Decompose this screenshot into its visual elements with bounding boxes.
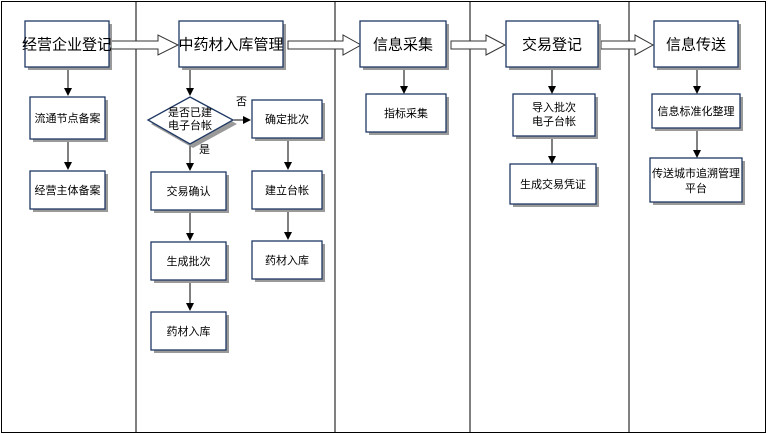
lane-1-title: 经营企业登记 [22, 36, 112, 54]
node-indicator-collection: 指标采集 [365, 93, 449, 135]
node-send-to-platform: 传送城市追溯管理 平台 [649, 157, 745, 205]
node-yes-warehouse-in: 药材入库 [150, 311, 229, 353]
decision-label-line-2: 电子台帐 [168, 118, 212, 132]
lane-4: 交易登记 导入批次 电子台帐 生成交易凭证 [505, 20, 601, 207]
lane-5-title: 信息传送 [666, 36, 726, 54]
lane-4-header: 交易登记 [505, 20, 601, 70]
flow-arrows [64, 68, 701, 311]
no-branch-label: 否 [236, 95, 247, 108]
lane-3-title: 信息采集 [373, 36, 433, 54]
node-yes-warehouse-in-label: 药材入库 [167, 324, 211, 338]
node-create-ledger: 建立台帐 [251, 170, 325, 212]
node-import-batch-ledger: 导入批次 电子台帐 [512, 93, 598, 139]
node-circulation-filing-label: 流通节点备案 [35, 111, 101, 125]
node-send-to-platform-label-line-1: 传送城市追溯管理 [652, 166, 740, 180]
node-indicator-collection-label: 指标采集 [384, 106, 428, 120]
yes-branch-label: 是 [199, 143, 210, 156]
node-standardize-info: 信息标准化整理 [651, 93, 743, 131]
lane-3-header: 信息采集 [359, 20, 449, 70]
decision-label-line-1: 是否已建 [168, 105, 212, 119]
node-generate-voucher-label: 生成交易凭证 [520, 177, 586, 191]
lane-2-header: 中药材入库管理 [178, 20, 286, 70]
header-connectors [110, 34, 655, 56]
node-generate-batch: 生成批次 [150, 241, 229, 283]
node-generate-batch-label: 生成批次 [167, 254, 211, 268]
node-trade-confirm-label: 交易确认 [167, 184, 211, 198]
header-arrow-3 [450, 34, 507, 56]
node-trade-confirm: 交易确认 [150, 171, 229, 213]
node-import-batch-label-line-2: 电子台帐 [532, 114, 576, 128]
lane-3: 信息采集 指标采集 [359, 20, 449, 135]
header-arrow-1 [110, 34, 180, 56]
node-import-batch-label-line-1: 导入批次 [532, 100, 576, 114]
lane-1: 经营企业登记 流通节点备案 经营主体备案 [22, 20, 112, 212]
node-no-warehouse-in-label: 药材入库 [265, 253, 309, 267]
lane-2: 中药材入库管理 是否已建 电子台帐 否 是 交易确认 生成批次 药材入库 [146, 20, 325, 353]
node-create-ledger-label: 建立台帐 [265, 183, 309, 197]
node-entity-filing-label: 经营主体备案 [35, 183, 101, 197]
node-no-warehouse-in: 药材入库 [251, 240, 325, 282]
lane-1-header: 经营企业登记 [22, 20, 112, 70]
decision-ledger-exists: 是否已建 电子台帐 [146, 96, 237, 148]
header-arrow-2 [287, 34, 363, 56]
lane-2-title: 中药材入库管理 [178, 36, 283, 54]
node-standardize-info-label: 信息标准化整理 [658, 104, 735, 118]
header-arrow-4 [600, 34, 655, 56]
node-confirm-batch: 确定批次 [251, 99, 325, 141]
lane-5-header: 信息传送 [653, 20, 741, 70]
lane-4-title: 交易登记 [522, 36, 582, 54]
node-confirm-batch-label: 确定批次 [265, 112, 309, 126]
node-circulation-filing: 流通节点备案 [29, 96, 108, 142]
node-send-to-platform-label-line-2: 平台 [685, 181, 707, 195]
lane-5: 信息传送 信息标准化整理 传送城市追溯管理 平台 [649, 20, 745, 205]
node-generate-voucher: 生成交易凭证 [509, 163, 599, 207]
node-entity-filing: 经营主体备案 [29, 170, 108, 212]
